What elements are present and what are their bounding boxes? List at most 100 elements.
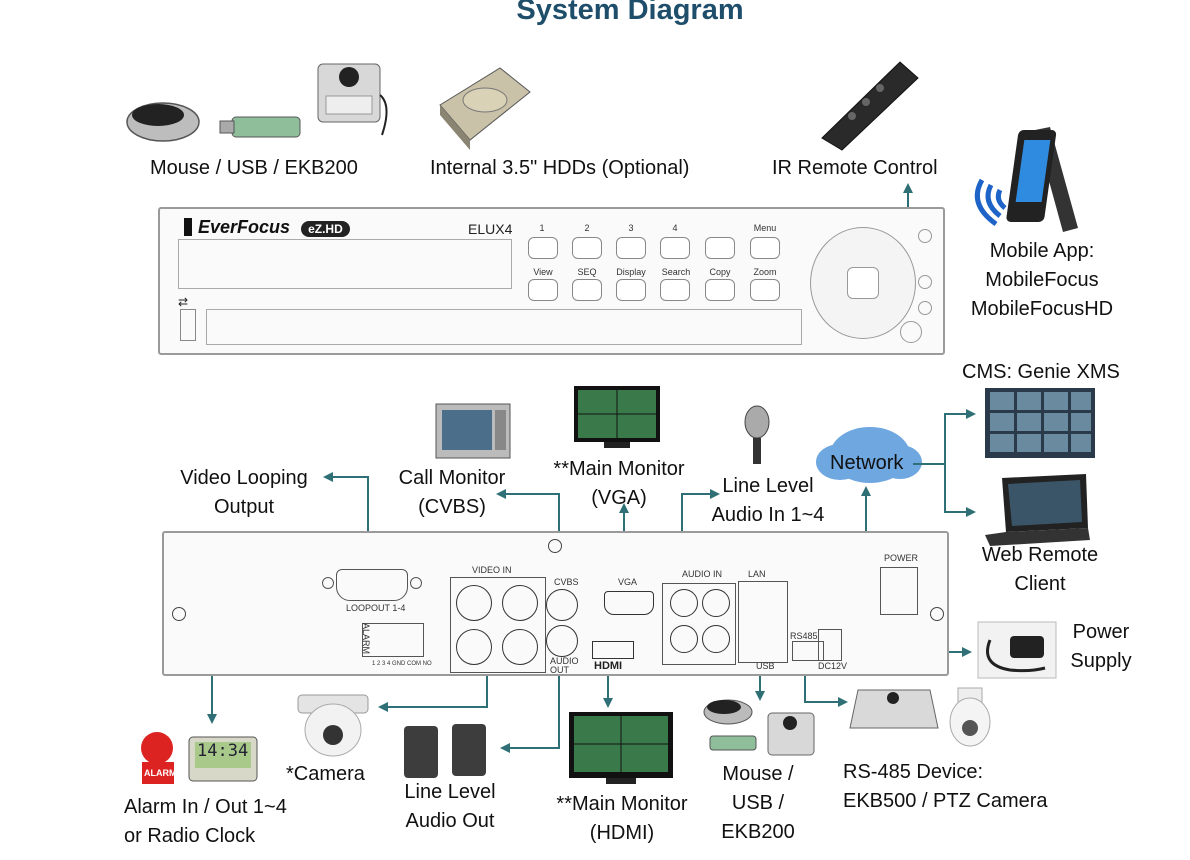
mobile-app-line-2: MobileFocus — [985, 269, 1099, 291]
video-in-3[interactable] — [456, 629, 492, 665]
power-supply-icon — [977, 621, 1057, 679]
audio-in-2[interactable] — [702, 589, 730, 617]
audio-in-4[interactable] — [702, 625, 730, 653]
hdmi-label: HDMI — [594, 660, 623, 672]
mouse-bottom-line-3: EKB200 — [721, 821, 795, 843]
ekb200-keyboard-icon — [317, 63, 388, 136]
wifi-icon — [974, 178, 1007, 227]
mobile-phone-icon — [1006, 127, 1078, 232]
cvbs-port[interactable] — [546, 589, 578, 621]
alarm-bell-text: ALARM — [144, 768, 177, 778]
label-mobile-app: Mobile App: MobileFocus MobileFocusHD — [962, 237, 1122, 324]
front-button-copy[interactable] — [705, 279, 735, 301]
mouse-bottom-line-1: Mouse / — [722, 763, 794, 785]
video-in-2[interactable] — [502, 585, 538, 621]
direction-pad-center[interactable] — [847, 267, 879, 299]
usb-stick-bottom-icon — [709, 735, 757, 751]
loopout-screw-r — [410, 577, 422, 589]
audio-out-label: AUDIO OUT — [550, 656, 579, 675]
speakers-icon — [404, 724, 486, 778]
audio-out-port[interactable] — [546, 625, 578, 657]
alarm-terminal[interactable] — [362, 623, 424, 657]
side-button-low[interactable] — [918, 301, 932, 315]
label-call-monitor: Call Monitor (CVBS) — [388, 464, 516, 522]
web-remote-line-2: Client — [1014, 573, 1066, 595]
front-button-zoom[interactable] — [750, 279, 780, 301]
ekb500-keyboard-icon — [849, 689, 939, 729]
clock-display-text: 14:34 — [197, 741, 249, 761]
video-in-1[interactable] — [456, 585, 492, 621]
alarm-pins-label: 1 2 3 4 GND COM NO — [372, 661, 432, 667]
btn-label-zoom: Zoom — [753, 267, 777, 277]
label-video-looping: Video Looping Output — [172, 464, 316, 522]
label-alarm-io: Alarm In / Out 1~4 or Radio Clock — [124, 793, 314, 851]
btn-label-search: Search — [661, 267, 691, 277]
video-looping-line-1: Video Looping — [180, 467, 308, 489]
audio-in-1[interactable] — [670, 589, 698, 617]
line-level-out-line-1: Line Level — [404, 781, 496, 803]
mouse-bottom-line-2: USB / — [731, 792, 785, 814]
front-button-menu[interactable] — [750, 237, 780, 259]
usb-rear-label: USB — [756, 661, 775, 671]
label-ir-remote: IR Remote Control — [772, 157, 938, 179]
front-button-search[interactable] — [660, 279, 690, 301]
front-button-display[interactable] — [616, 279, 646, 301]
video-in-block — [450, 577, 546, 673]
video-looping-line-2: Output — [213, 496, 275, 518]
rs485-line-2: EKB500 / PTZ Camera — [843, 790, 1048, 812]
audio-in-3[interactable] — [670, 625, 698, 653]
mouse-icon — [126, 102, 200, 142]
line-level-in-line-1: Line Level — [722, 475, 814, 497]
main-monitor-hdmi-line-2: (HDMI) — [589, 822, 655, 844]
dome-camera-icon — [297, 694, 369, 757]
power-switch[interactable] — [880, 567, 918, 615]
rs485-port[interactable] — [792, 641, 824, 661]
front-button-blank[interactable] — [705, 237, 735, 259]
loopout-screw-l — [322, 577, 334, 589]
ir-sensor — [900, 321, 922, 343]
cvbs-label: CVBS — [554, 577, 579, 587]
label-main-monitor-hdmi: **Main Monitor (HDMI) — [540, 790, 704, 848]
lcd-monitor-vga-icon — [574, 386, 660, 448]
video-in-label: VIDEO IN — [472, 565, 512, 575]
btn-label-seq: SEQ — [577, 267, 597, 277]
laptop-icon — [985, 474, 1090, 546]
lan-port-block[interactable] — [738, 581, 788, 663]
line-level-in-line-2: Audio In 1~4 — [711, 504, 825, 526]
front-button-seq[interactable] — [572, 279, 602, 301]
cms-video-wall-icon — [985, 388, 1095, 458]
crt-monitor-icon — [435, 403, 511, 459]
dvr-front-panel: EverFocus eZ.HD ELUX4 ⇄ 1 2 3 4 Menu Vie… — [158, 207, 945, 355]
alarm-bell-icon — [141, 732, 174, 784]
vga-label: VGA — [618, 577, 638, 587]
display-window — [178, 239, 512, 289]
dvr-rear-panel: LOOPOUT 1-4 VIDEO IN CVBS AUDIO OUT VGA … — [162, 531, 949, 676]
label-line-level-in: Line Level Audio In 1~4 — [704, 472, 832, 530]
front-button-view[interactable] — [528, 279, 558, 301]
video-in-4[interactable] — [502, 629, 538, 665]
front-button-3[interactable] — [616, 237, 646, 259]
front-button-1[interactable] — [528, 237, 558, 259]
front-button-2[interactable] — [572, 237, 602, 259]
btn-label-3: 3 — [628, 223, 634, 233]
front-button-4[interactable] — [660, 237, 690, 259]
lan-label: LAN — [748, 569, 766, 579]
audio-in-label: AUDIO IN — [682, 569, 723, 579]
btn-label-menu: Menu — [753, 223, 777, 233]
btn-label-display: Display — [616, 267, 646, 277]
call-monitor-line-2: (CVBS) — [418, 496, 486, 518]
model-name: ELUX4 — [468, 221, 513, 237]
label-power-supply: Power Supply — [1066, 618, 1136, 676]
alarm-label: ALARM — [361, 623, 371, 655]
dc12v-port[interactable] — [818, 629, 842, 661]
loopout-port[interactable] — [336, 569, 408, 601]
side-button-top[interactable] — [918, 229, 932, 243]
usb-symbol: ⇄ — [178, 295, 189, 309]
usb-port[interactable] — [180, 309, 196, 341]
line-level-out-line-2: Audio Out — [405, 810, 495, 832]
side-button-mid[interactable] — [918, 275, 932, 289]
vga-port[interactable] — [604, 591, 654, 615]
ground-screw — [548, 539, 562, 553]
hdmi-port[interactable] — [592, 641, 634, 659]
